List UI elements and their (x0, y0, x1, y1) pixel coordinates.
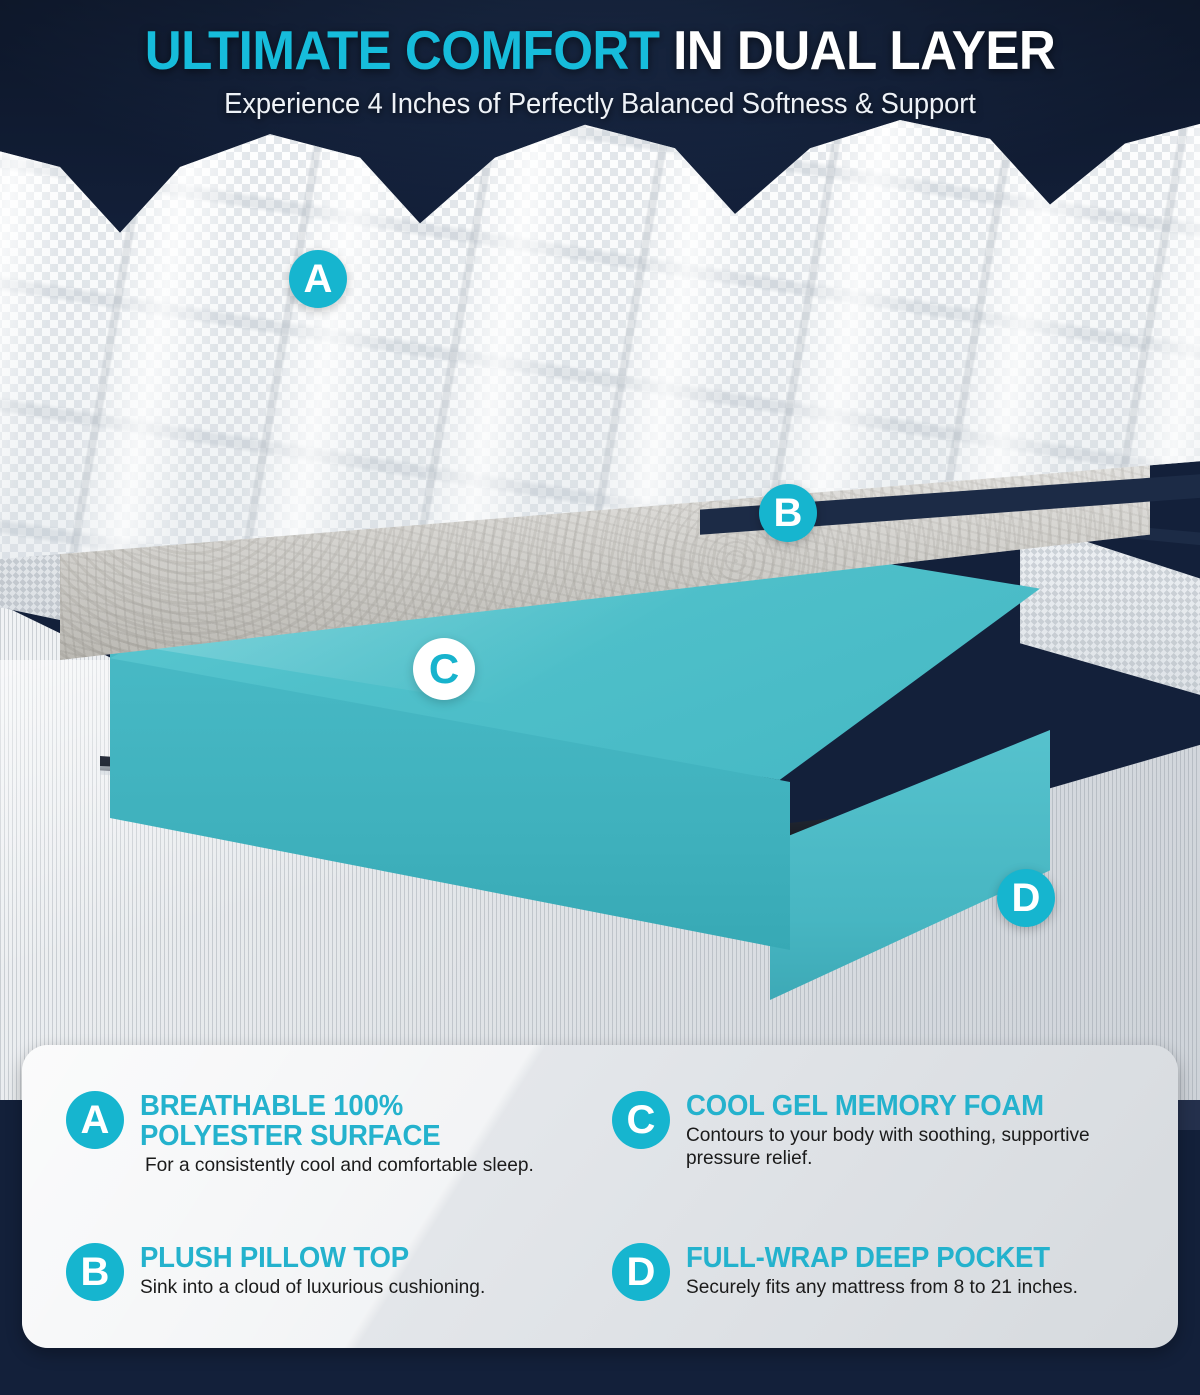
feature-item-c: C COOL GEL MEMORY FOAM Contours to your … (612, 1089, 1157, 1170)
feature-title-c: COOL GEL MEMORY FOAM (686, 1090, 1044, 1122)
feature-badge-a: A (66, 1091, 124, 1149)
feature-title-d: FULL-WRAP DEEP POCKET (686, 1242, 1050, 1274)
marker-c: C (413, 638, 475, 700)
page-subtitle: Experience 4 Inches of Perfectly Balance… (224, 88, 976, 121)
marker-b: B (759, 484, 817, 542)
marker-a: A (289, 250, 347, 308)
features-panel: A BREATHABLE 100% POLYESTER SURFACE For … (22, 1045, 1178, 1348)
feature-text-a: BREATHABLE 100% POLYESTER SURFACE For a … (140, 1089, 542, 1177)
feature-title-b: PLUSH PILLOW TOP (140, 1242, 409, 1274)
feature-text-d: FULL-WRAP DEEP POCKET Securely fits any … (686, 1241, 1086, 1299)
header: ULTIMATE COMFORT IN DUAL LAYER Experienc… (0, 0, 1200, 121)
page-title: ULTIMATE COMFORT IN DUAL LAYER (42, 0, 1158, 78)
marker-d: D (997, 869, 1055, 927)
feature-desc-c: Contours to your body with soothing, sup… (686, 1124, 1090, 1170)
mesh-border-right (1020, 520, 1200, 710)
feature-item-b: B PLUSH PILLOW TOP Sink into a cloud of … (66, 1241, 606, 1301)
feature-text-b: PLUSH PILLOW TOP Sink into a cloud of lu… (140, 1241, 492, 1299)
mattress-cutaway-illustration (0, 120, 1200, 1100)
feature-badge-c: C (612, 1091, 670, 1149)
feature-desc-d: Securely fits any mattress from 8 to 21 … (686, 1276, 1078, 1299)
feature-title-a: BREATHABLE 100% POLYESTER SURFACE (140, 1090, 441, 1153)
page-title-accent: ULTIMATE COMFORT (144, 19, 660, 81)
feature-badge-d: D (612, 1243, 670, 1301)
foam-right-face (770, 730, 1050, 1000)
feature-item-d: D FULL-WRAP DEEP POCKET Securely fits an… (612, 1241, 1157, 1301)
feature-item-a: A BREATHABLE 100% POLYESTER SURFACE For … (66, 1089, 606, 1177)
feature-badge-b: B (66, 1243, 124, 1301)
feature-text-c: COOL GEL MEMORY FOAM Contours to your bo… (686, 1089, 1098, 1170)
feature-desc-b: Sink into a cloud of luxurious cushionin… (140, 1276, 486, 1299)
page-title-plain: IN DUAL LAYER (659, 19, 1056, 81)
feature-desc-a: For a consistently cool and comfortable … (145, 1154, 534, 1177)
